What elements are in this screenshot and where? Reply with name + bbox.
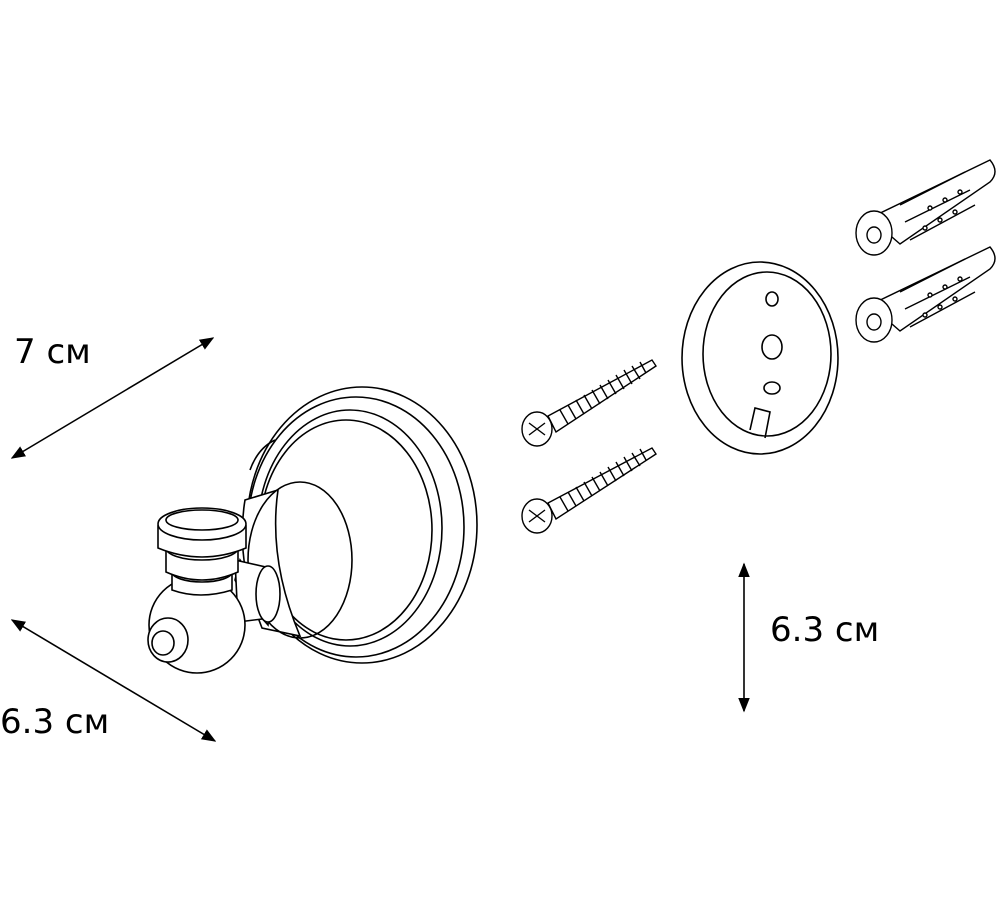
hook-ball: [147, 576, 246, 674]
wall-anchors: [855, 159, 996, 343]
dimension-arrows: [10, 337, 750, 742]
robe-hook: [147, 386, 478, 674]
width-dimension-arrow: [10, 337, 215, 459]
mounting-plate: [681, 261, 839, 455]
screw-upper: [521, 359, 657, 447]
screws: [521, 359, 657, 534]
depth-dimension-arrow: [10, 619, 217, 742]
height-dimension-label: 6.3 см: [770, 610, 880, 650]
anchor-lower: [855, 246, 996, 343]
width-dimension-label: 7 см: [14, 332, 91, 372]
hook-knob: [157, 507, 247, 596]
depth-dimension-label: 6.3 см: [0, 702, 110, 742]
anchor-upper: [855, 159, 996, 256]
screw-lower: [521, 447, 657, 534]
hook-arm: [234, 558, 281, 623]
